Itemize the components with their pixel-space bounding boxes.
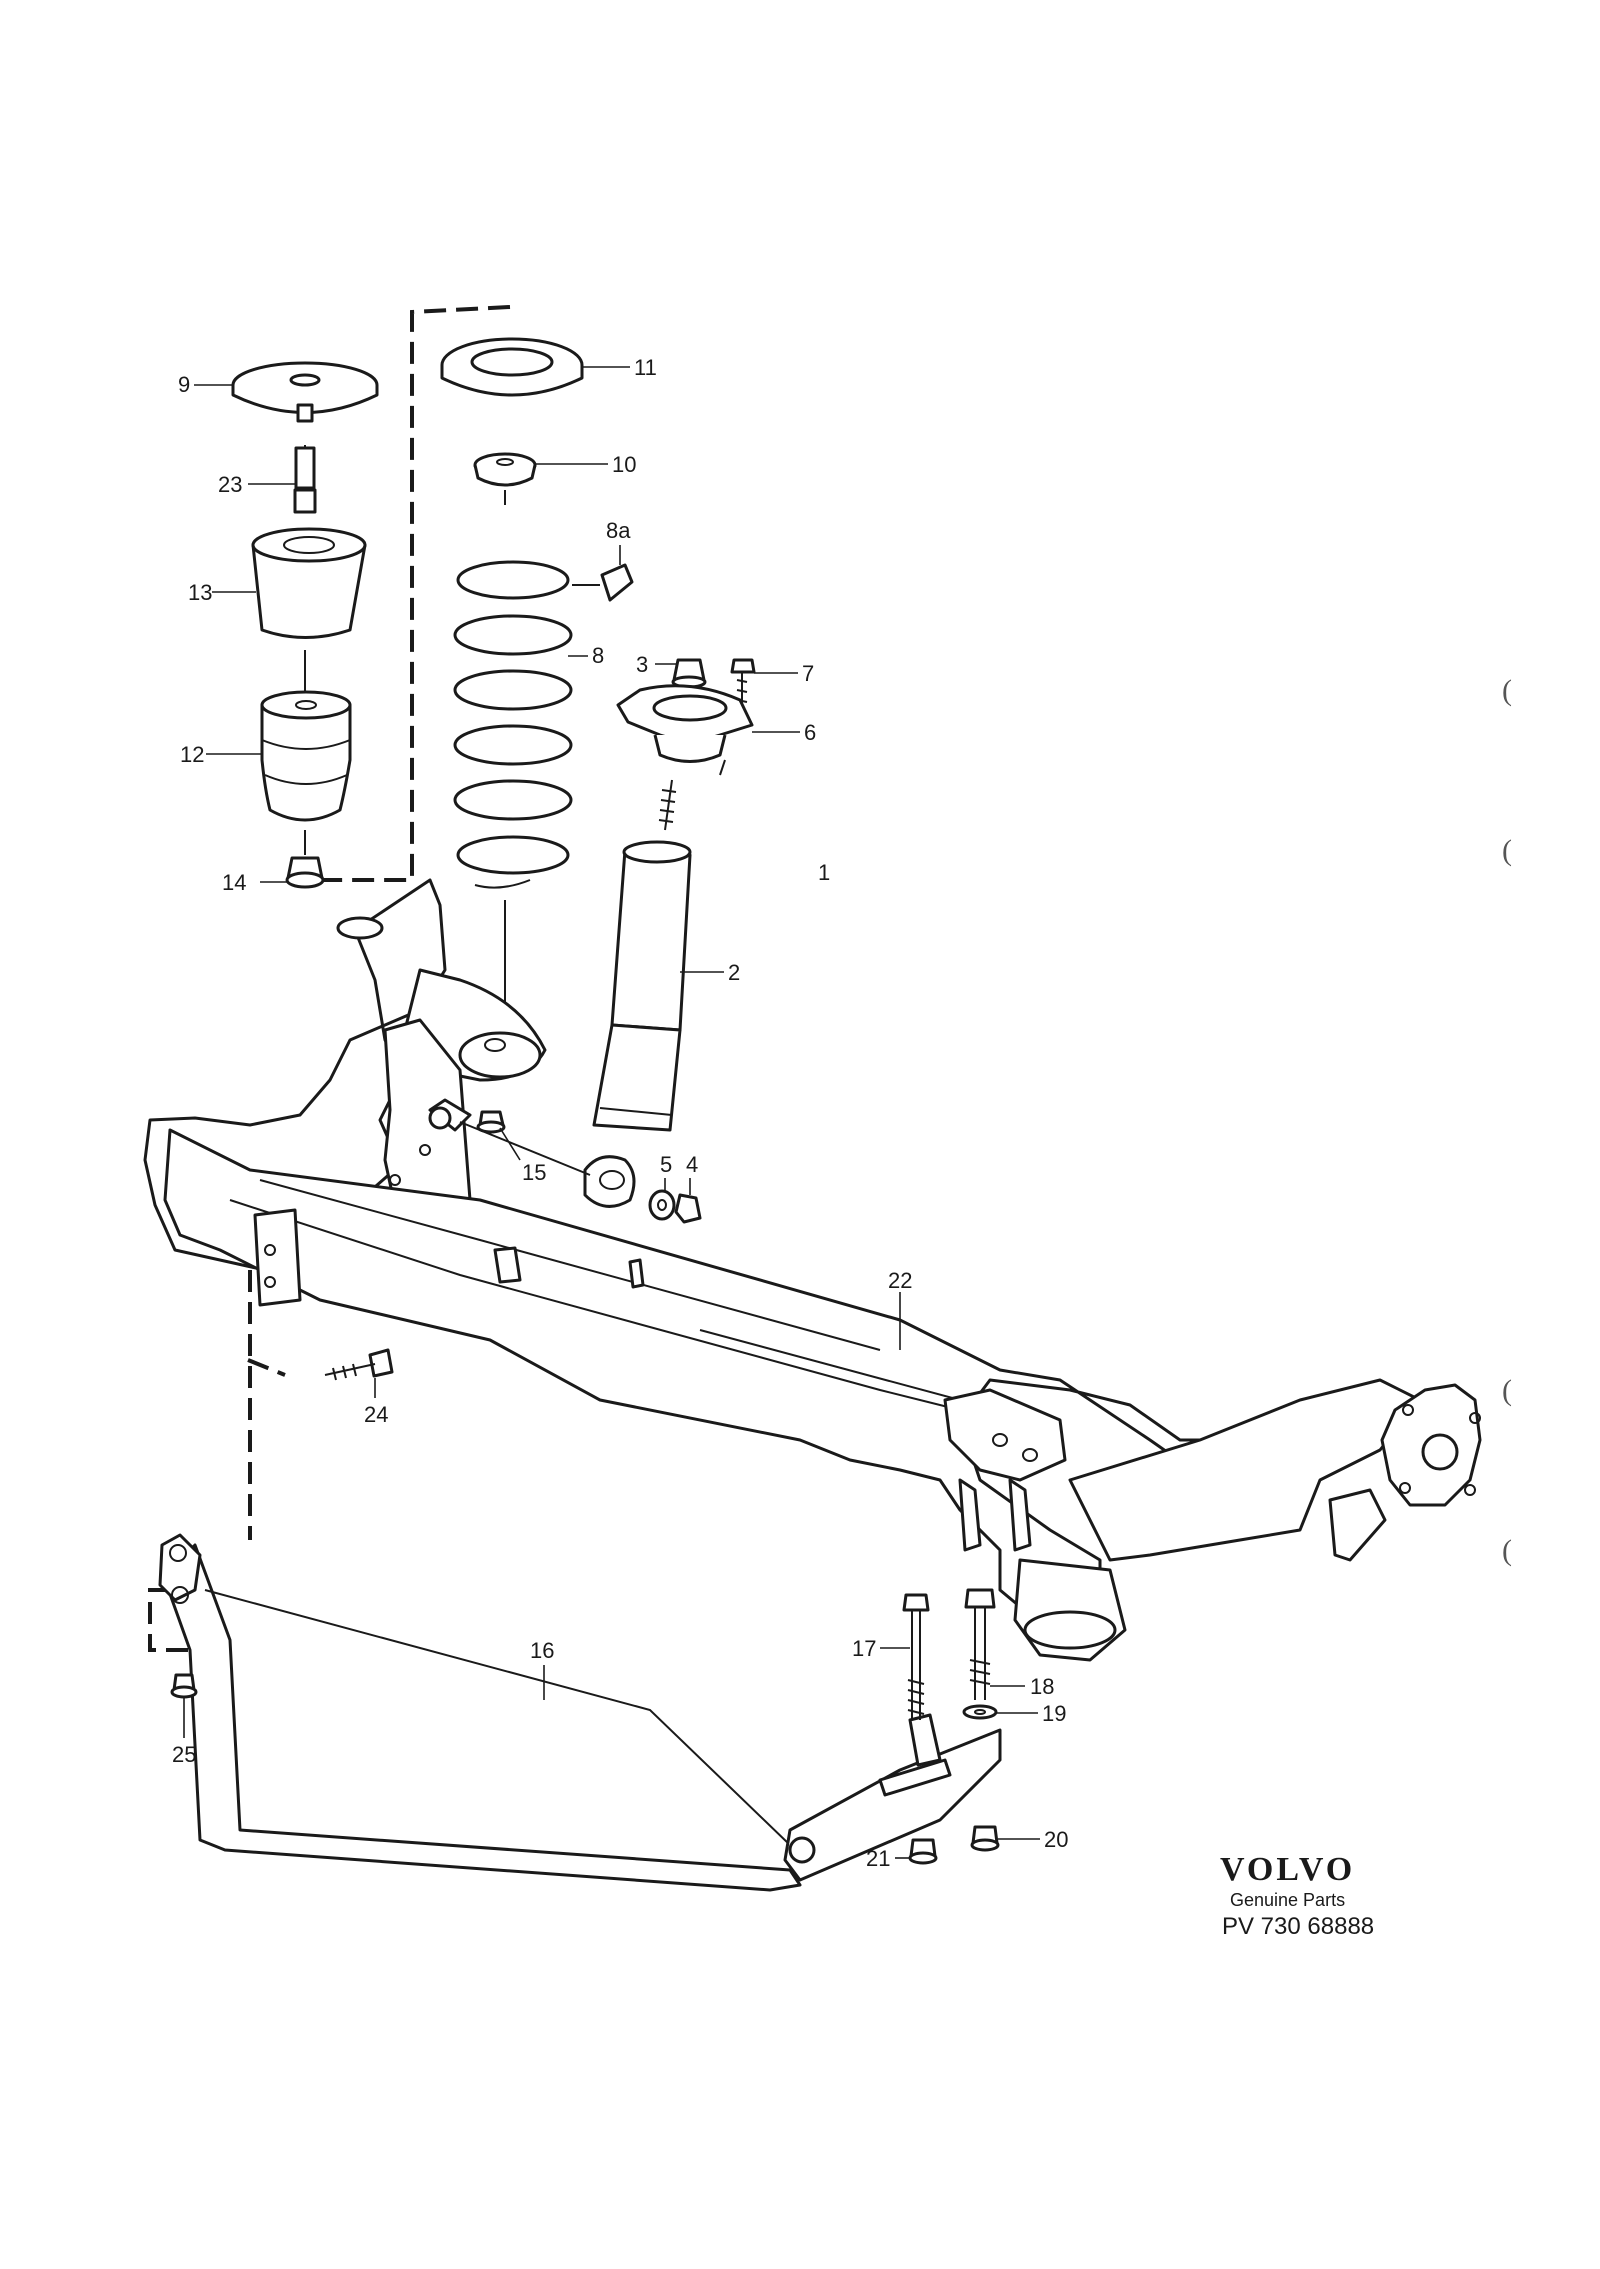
part-6-upper-mount	[616, 684, 754, 776]
callout-9: 9	[178, 372, 190, 397]
stabilizer-link-bracket	[783, 1713, 1002, 1882]
margin-mark: (	[1502, 834, 1512, 867]
part-15-nut	[476, 1110, 506, 1134]
part-23-stud	[293, 445, 317, 514]
callout-22: 22	[888, 1268, 912, 1293]
callout-20: 20	[1044, 1827, 1068, 1852]
callout-6: 6	[804, 720, 816, 745]
part-5-washer	[648, 1189, 676, 1221]
part-8a-sleeve	[572, 563, 634, 602]
part-21-nut	[908, 1838, 938, 1865]
part-17-bolt	[902, 1593, 930, 1720]
brand-tagline: Genuine Parts	[1230, 1890, 1345, 1910]
callout-4: 4	[686, 1152, 698, 1177]
callout-19: 19	[1042, 1701, 1066, 1726]
part-18-bolt	[964, 1588, 996, 1700]
leader-lines	[183, 366, 1040, 1859]
callout-numbers: 9 23 13 12 14 11 10 8a 8 3 7 6 1 2 5 4 1…	[172, 355, 1068, 1871]
part-2-shock-absorber	[583, 779, 692, 1208]
callout-2: 2	[728, 960, 740, 985]
part-catalog-code: PV 730 68888	[1222, 1913, 1374, 1940]
callout-8a: 8a	[606, 518, 631, 543]
part-4-nut	[674, 1193, 702, 1224]
margin-mark: (	[1502, 674, 1512, 707]
callout-7: 7	[802, 661, 814, 686]
callout-23: 23	[218, 472, 242, 497]
part-7-bolt	[730, 658, 756, 718]
part-10-insulator	[473, 452, 537, 505]
margin-mark: (	[1502, 1374, 1512, 1407]
callout-18: 18	[1030, 1674, 1054, 1699]
callout-8: 8	[592, 643, 604, 668]
callout-15: 15	[522, 1160, 546, 1185]
callout-11: 11	[634, 355, 657, 380]
callout-13: 13	[188, 580, 212, 605]
callout-17: 17	[852, 1636, 876, 1661]
callout-10: 10	[612, 452, 636, 477]
callout-12: 12	[180, 742, 204, 767]
part-16-stabilizer-bar	[158, 1533, 802, 1892]
callout-14: 14	[222, 870, 246, 895]
part-11-spring-seat	[440, 337, 584, 397]
callout-5: 5	[660, 1152, 672, 1177]
margin-marks: ( ( ( (	[1502, 674, 1512, 1567]
volvo-logo: VOLVO	[1220, 1851, 1355, 1888]
callout-3: 3	[636, 652, 648, 677]
part-19-washer	[962, 1704, 998, 1720]
callout-25: 25	[172, 1742, 196, 1767]
part-20-nut	[970, 1825, 1000, 1852]
brand-block: VOLVO Genuine Parts PV 730 68888	[1220, 1851, 1374, 1940]
margin-mark: (	[1502, 1534, 1512, 1567]
callout-16: 16	[530, 1638, 554, 1663]
part-9-mount-plate	[231, 361, 379, 423]
callout-24: 24	[364, 1402, 388, 1427]
part-24-bolt	[324, 1348, 394, 1381]
part-22-rear-axle	[143, 878, 1482, 1662]
part-14-nut	[285, 856, 325, 889]
part-25-nut	[170, 1673, 198, 1699]
part-13-bump-cover	[251, 527, 367, 700]
callout-21: 21	[866, 1846, 890, 1871]
callout-1: 1	[818, 860, 830, 885]
part-8-coil-spring	[453, 560, 573, 1050]
part-12-bump-stop	[260, 690, 352, 855]
